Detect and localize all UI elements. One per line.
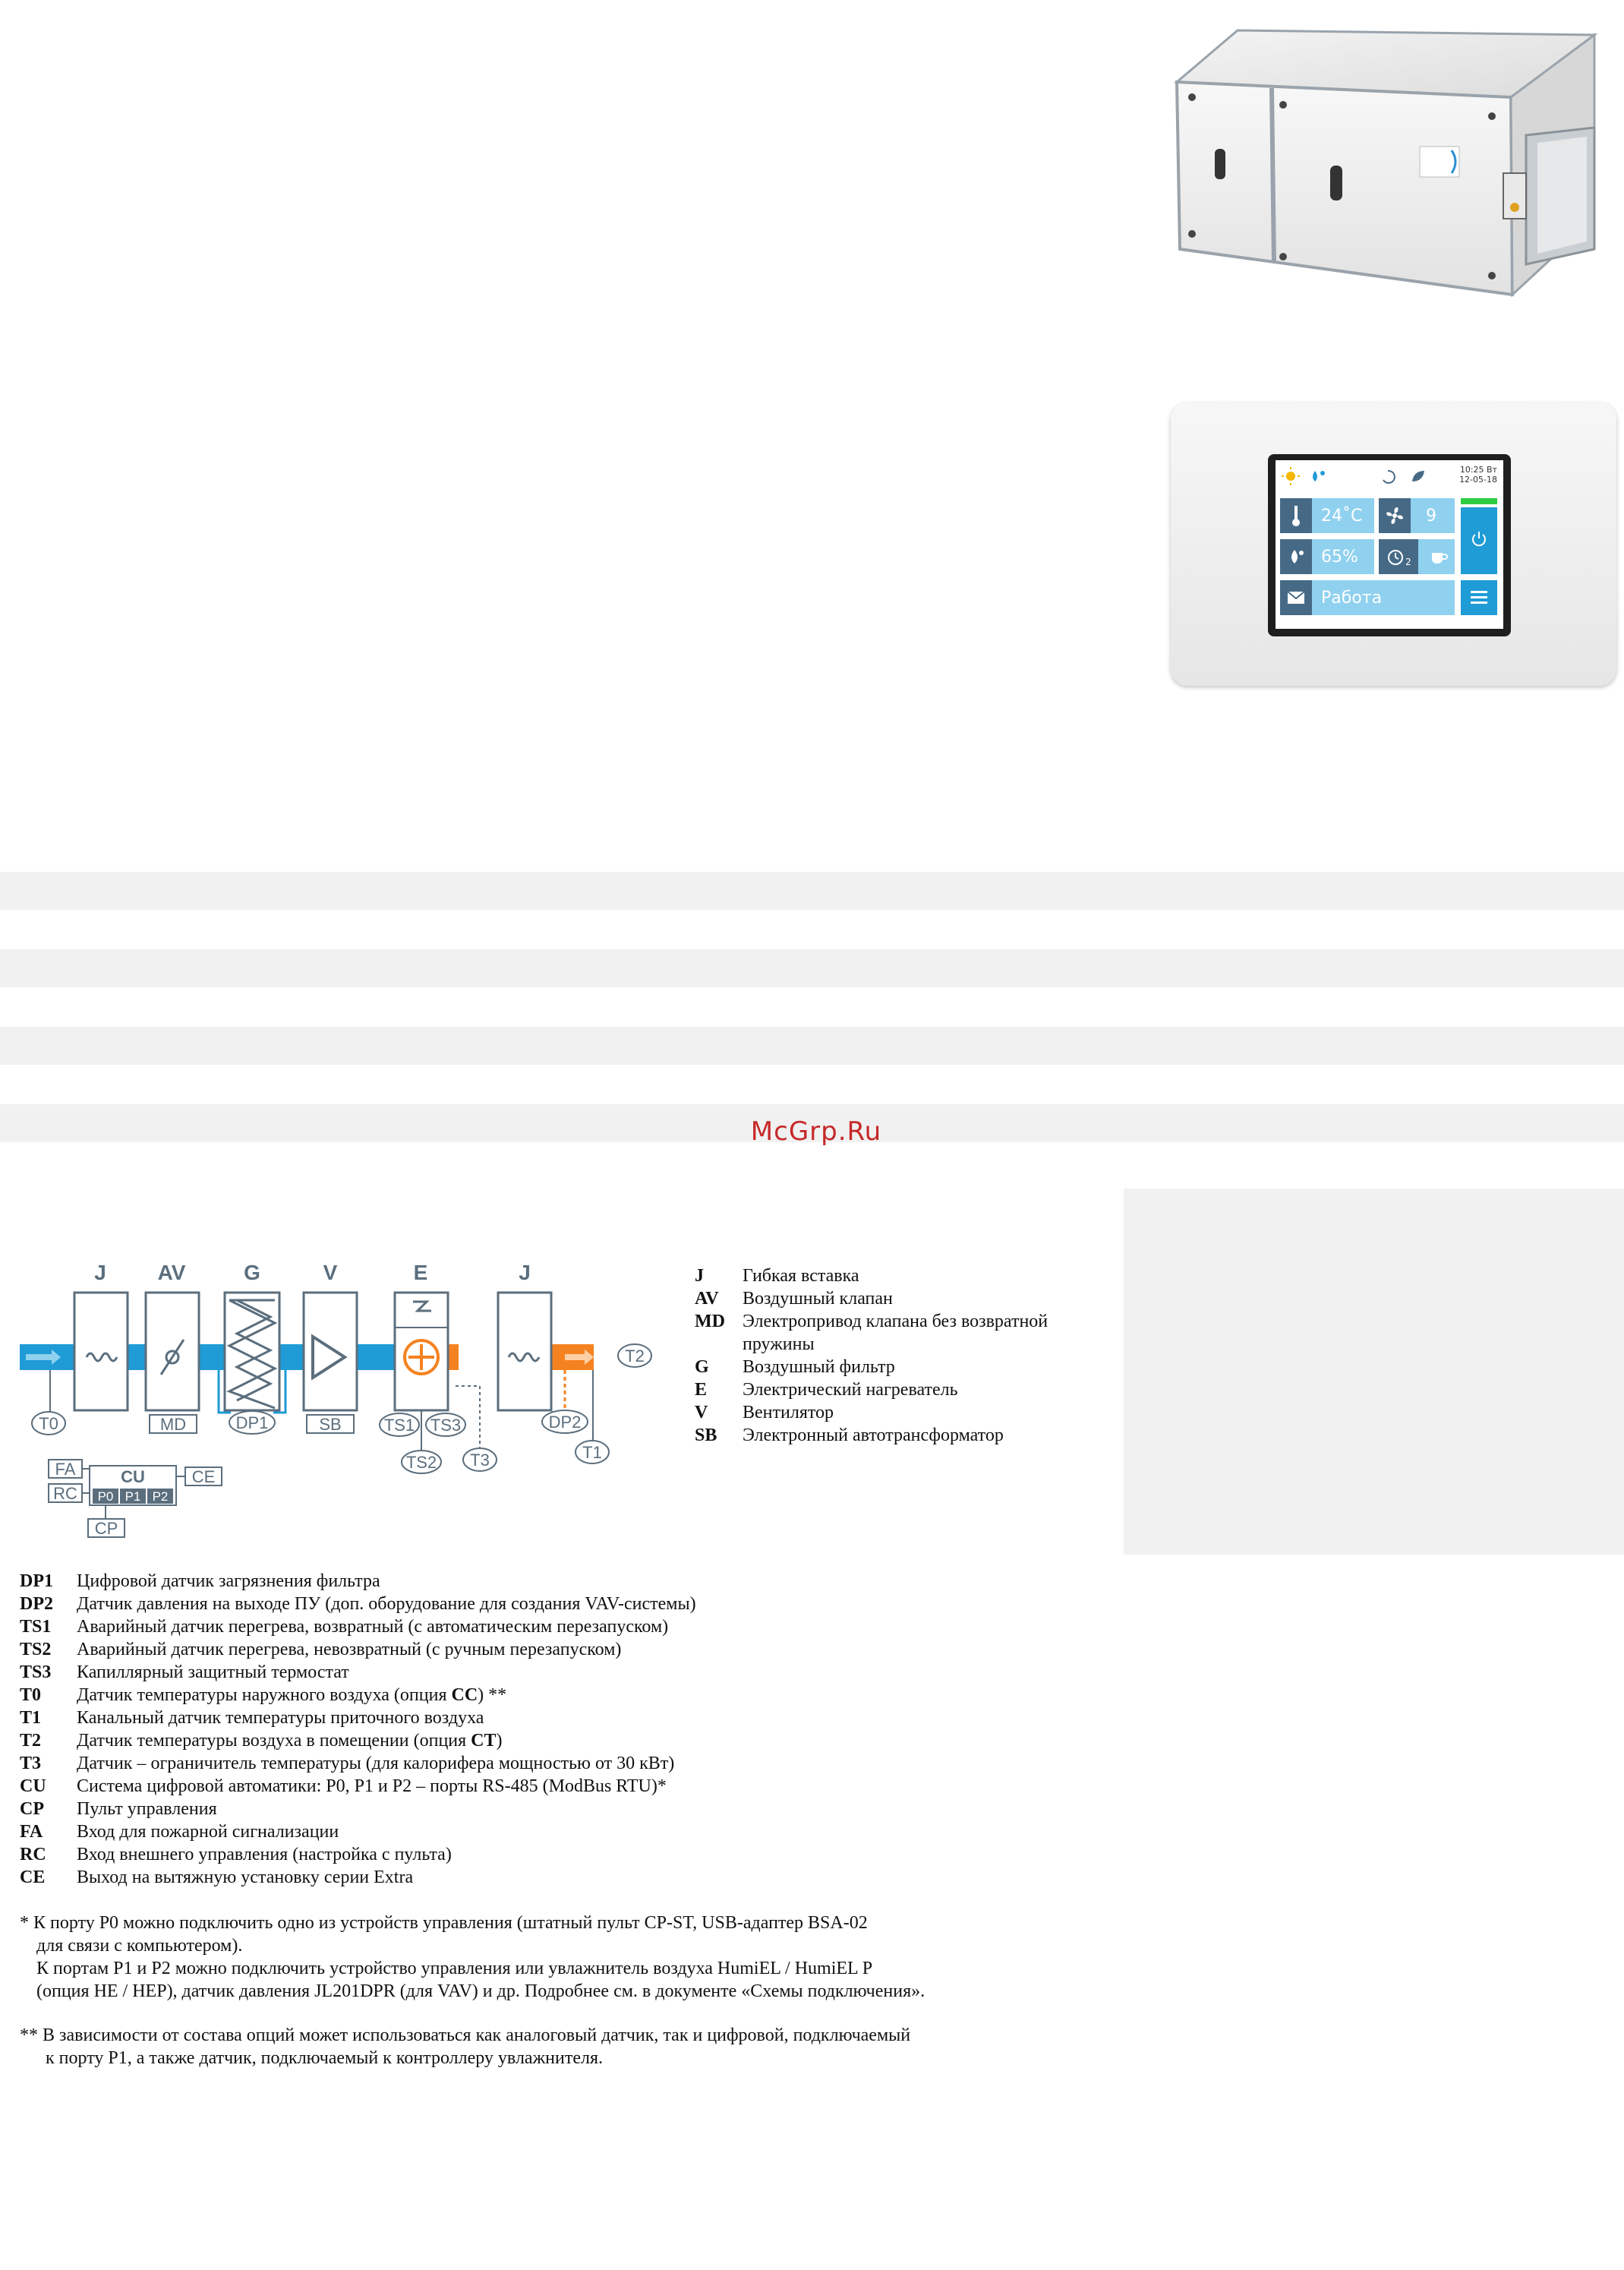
sensor-sb: SB xyxy=(319,1415,341,1434)
clock-date: 12-05-18 xyxy=(1459,475,1497,485)
sensor-ts3: TS3 xyxy=(430,1416,461,1435)
side-panel xyxy=(1124,1189,1624,1555)
table-row-stripe xyxy=(0,1104,1624,1142)
port-p2: P2 xyxy=(153,1489,169,1504)
block-label-j2: J xyxy=(519,1261,531,1284)
droplet-icon xyxy=(1280,539,1312,574)
timer-index: 2 xyxy=(1405,557,1411,567)
control-panel-display: 10:25 Вт 12-05-18 24˚С 9 65% 2 xyxy=(1276,460,1503,629)
block-label-j: J xyxy=(94,1261,106,1284)
humidity-value: 65% xyxy=(1321,547,1358,567)
temperature-value: 24˚С xyxy=(1321,506,1363,526)
port-p0: P0 xyxy=(98,1489,114,1504)
table-row-stripe xyxy=(0,872,1624,910)
humidity-tile[interactable]: 65% xyxy=(1280,539,1374,574)
fan-icon xyxy=(1379,498,1411,533)
status-value: Работа xyxy=(1321,588,1383,608)
fan-speed-tile[interactable]: 9 xyxy=(1379,498,1455,533)
table-row-stripe xyxy=(0,1027,1624,1065)
sensor-dp2: DP2 xyxy=(549,1413,582,1432)
table-row-stripe xyxy=(0,949,1624,987)
block-label-v: V xyxy=(323,1261,338,1284)
block-label-av: AV xyxy=(158,1261,186,1284)
watermark: McGrp.Ru xyxy=(750,1116,882,1147)
sensor-t1: T1 xyxy=(582,1443,602,1462)
air-handling-unit-image xyxy=(1174,29,1598,298)
clock-time: 10:25 Вт xyxy=(1459,465,1497,475)
extra-output: CE xyxy=(192,1467,216,1486)
sensor-ts2: TS2 xyxy=(406,1453,437,1472)
sensor-t3: T3 xyxy=(470,1451,490,1470)
sensor-ts1: TS1 xyxy=(384,1416,415,1435)
temperature-tile[interactable]: 24˚С xyxy=(1280,498,1374,533)
sensor-md: MD xyxy=(160,1415,186,1434)
power-icon xyxy=(1472,532,1486,547)
block-label-e: E xyxy=(414,1261,428,1284)
sensor-t0: T0 xyxy=(39,1414,58,1433)
sensor-t2: T2 xyxy=(625,1347,645,1365)
power-button[interactable] xyxy=(1461,507,1497,574)
remote-control-input: RC xyxy=(53,1484,77,1503)
fire-alarm-input: FA xyxy=(55,1460,76,1479)
flexible-insert-block xyxy=(73,1291,129,1412)
footnote-sensor-type: ** В зависимости от состава опций может … xyxy=(20,2025,911,2068)
footnote-ports: * К порту P0 можно подключить одно из ус… xyxy=(20,1913,926,2001)
alarm-clock-icon: 2 xyxy=(1379,539,1418,574)
status-tile[interactable]: Работа xyxy=(1280,580,1455,615)
envelope-icon xyxy=(1280,580,1312,615)
timer-tile[interactable]: 2 xyxy=(1379,539,1455,574)
control-unit-label: CU xyxy=(121,1467,145,1486)
mode-icons xyxy=(1383,469,1424,484)
flexible-insert-block-2 xyxy=(497,1291,553,1412)
weather-status-icons xyxy=(1282,467,1325,485)
thermometer-icon xyxy=(1280,498,1312,533)
menu-button[interactable] xyxy=(1461,580,1497,615)
control-panel-cp: CP xyxy=(95,1519,118,1538)
port-p1: P1 xyxy=(125,1489,141,1504)
menu-icon xyxy=(1471,591,1487,604)
cup-icon xyxy=(1432,553,1448,564)
fan-speed-value: 9 xyxy=(1426,506,1436,526)
block-label-g: G xyxy=(244,1261,260,1284)
ventilation-schematic: J AV G V E J T0 T2 MD DP1 SB TS1 TS3 xyxy=(20,1261,652,1538)
sensor-dp1: DP1 xyxy=(236,1413,269,1432)
power-indicator xyxy=(1461,498,1497,504)
